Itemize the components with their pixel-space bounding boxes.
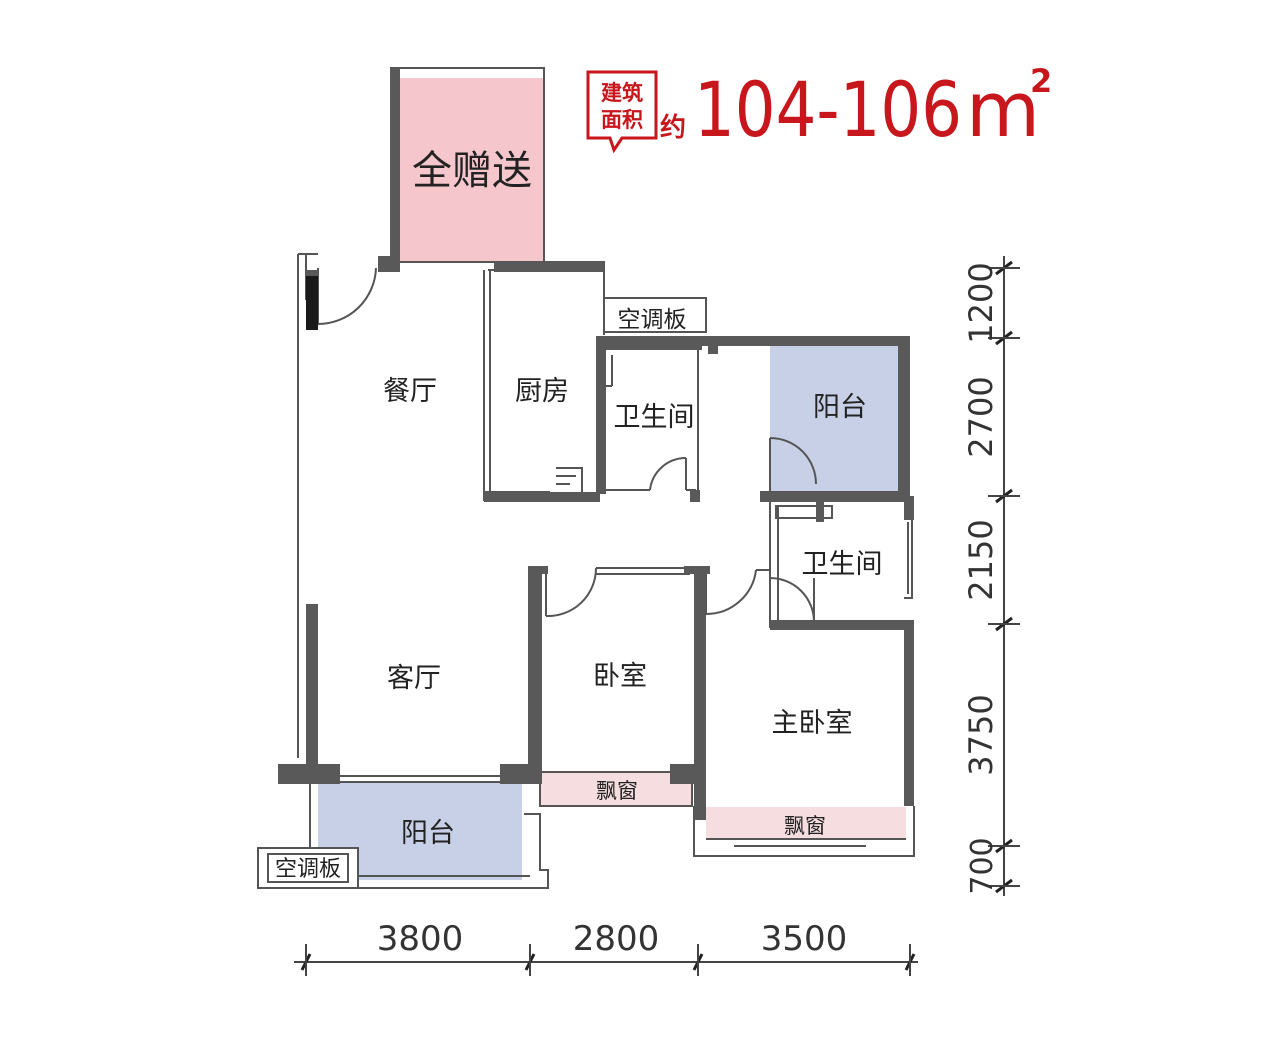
vertical-dimensions: 1200 2700 2150 3750 700 [962, 256, 1020, 896]
balcony-right-fill [770, 345, 902, 492]
ac-panel-top-label: 空调板 [618, 307, 687, 333]
dimension-v-2: 2700 [962, 376, 1000, 457]
bathroom-1-label: 卫生间 [614, 402, 695, 433]
bonus-area-label: 全赠送 [412, 148, 532, 194]
area-value: 104-106 [694, 65, 962, 154]
bay-window-2-label: 飘窗 [784, 814, 826, 838]
area-badge: 建筑 面积 [586, 70, 658, 154]
bay-window-1-label: 飘窗 [596, 779, 638, 803]
master-bedroom-label: 主卧室 [772, 708, 853, 739]
ac-panel-bottom-label: 空调板 [275, 857, 341, 882]
area-header: 建筑 面积 约 104-106 m 2 [586, 62, 1052, 154]
balcony-right-label: 阳台 [813, 392, 867, 423]
dimension-v-4: 3750 [962, 694, 1000, 775]
bathroom-2-label: 卫生间 [802, 549, 883, 580]
dimension-h-3: 3500 [761, 919, 848, 959]
room-labels: 全赠送 餐厅 厨房 空调板 卫生间 阳台 卫生间 客厅 卧室 主卧室 飘窗 飘窗… [275, 148, 883, 882]
dimension-h-2: 2800 [573, 919, 660, 959]
area-unit-superscript: 2 [1030, 62, 1052, 100]
entry-window [306, 276, 318, 330]
thin-walls [257, 67, 915, 889]
dimension-v-1: 1200 [962, 262, 1000, 343]
bonus-area-fill [400, 78, 544, 262]
thick-walls [278, 68, 914, 820]
kitchen-label: 厨房 [515, 376, 569, 407]
balcony-bottom-label: 阳台 [401, 818, 455, 849]
bay-window-1-fill [540, 772, 692, 806]
area-badge-line2: 面积 [601, 108, 643, 132]
bay-window-2-fill [706, 807, 906, 839]
dining-room-label: 餐厅 [383, 376, 437, 407]
dimension-v-3: 2150 [962, 519, 1000, 600]
dimension-h-1: 3800 [377, 919, 464, 959]
living-room-label: 客厅 [387, 663, 441, 694]
horizontal-dimensions: 3800 2800 3500 [294, 919, 918, 976]
bedroom-label: 卧室 [593, 661, 647, 692]
area-approx-label: 约 [660, 112, 686, 143]
area-badge-line1: 建筑 [601, 81, 643, 105]
dimension-v-5: 700 [965, 837, 1000, 894]
area-unit: m [966, 65, 1040, 154]
